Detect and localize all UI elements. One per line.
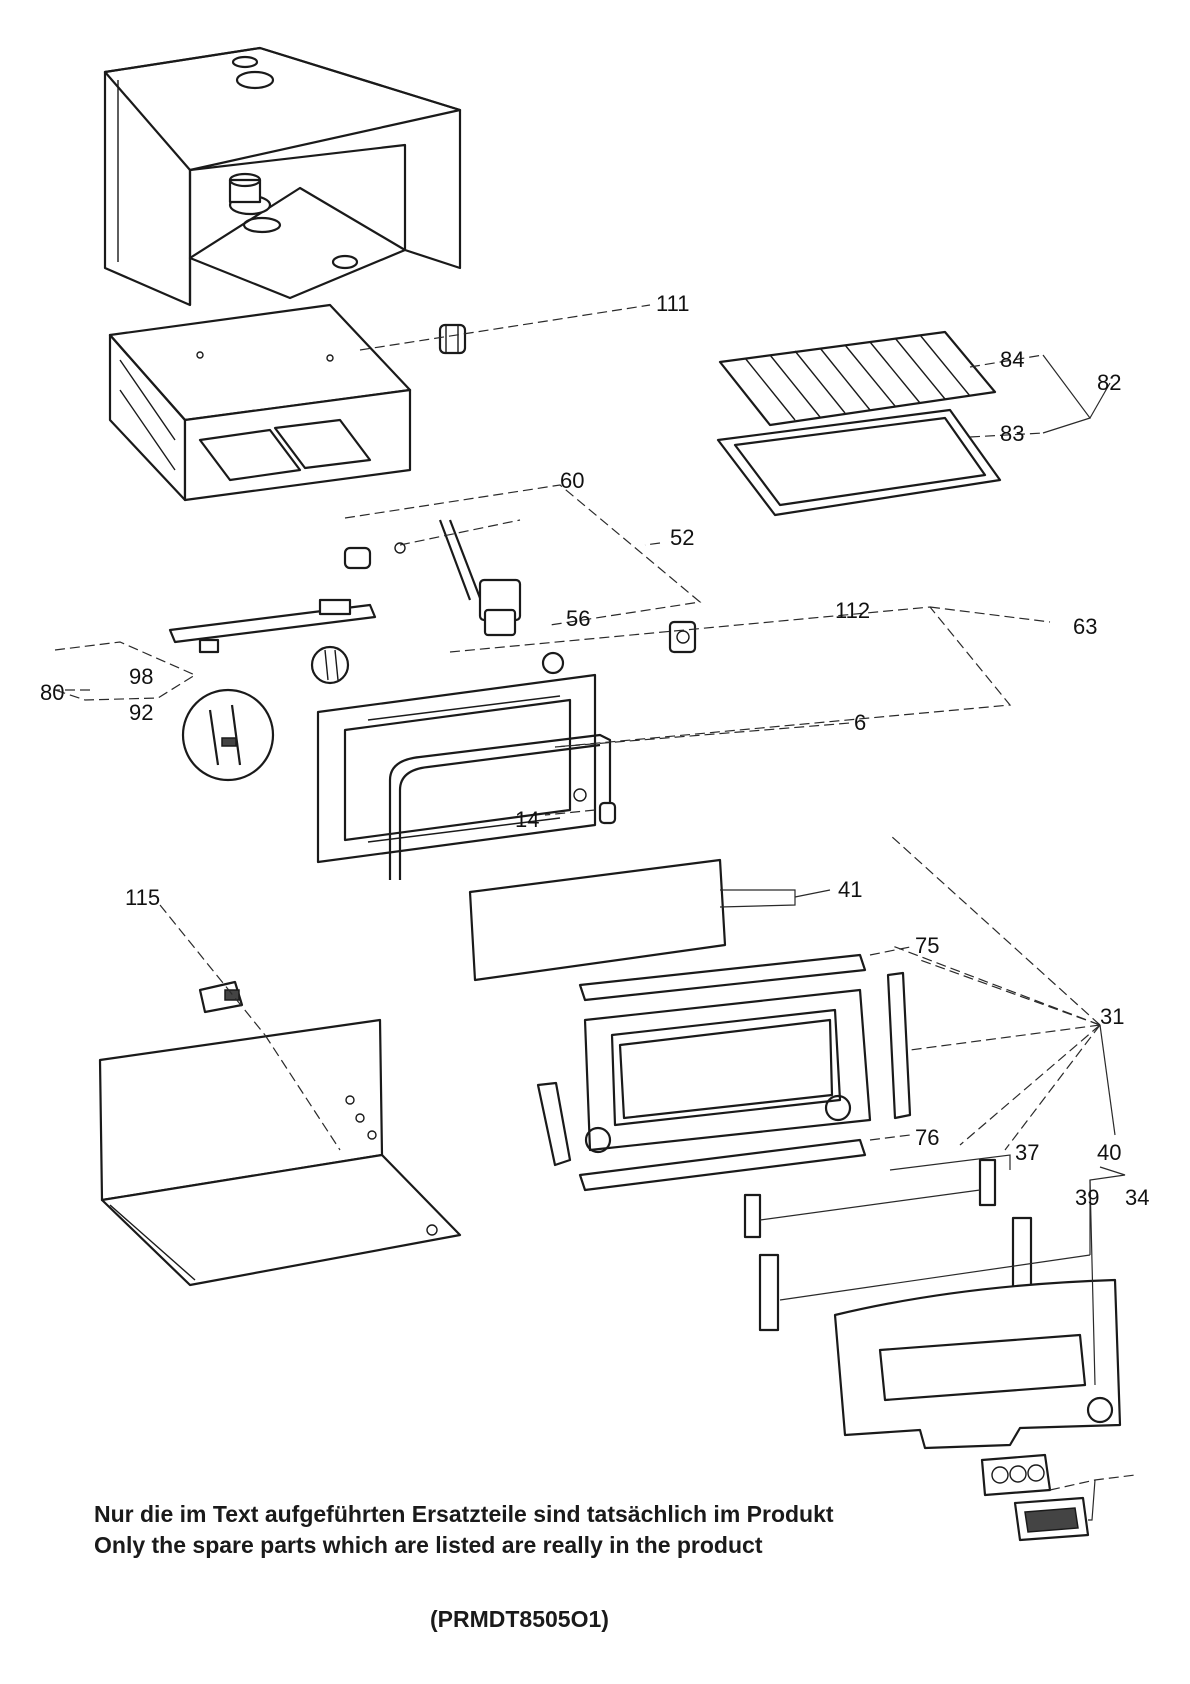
callout-52: 52 [670, 525, 694, 550]
callout-6: 6 [854, 710, 866, 735]
back-panel-part [98, 1018, 462, 1287]
callout-83: 83 [1000, 421, 1024, 446]
callout-82: 82 [1097, 370, 1121, 395]
footer-note-english: Only the spare parts which are listed ar… [94, 1532, 763, 1558]
leader-lines [54, 304, 1136, 1521]
callout-115: 115 [125, 885, 160, 910]
part-115-bracket [198, 980, 244, 1014]
part-111-bushing [438, 323, 467, 355]
callout-14: 14 [515, 807, 539, 832]
callout-40: 40 [1097, 1140, 1121, 1165]
callout-60: 60 [560, 468, 584, 493]
callout-34: 34 [1125, 1185, 1149, 1210]
outer-housing-part [103, 46, 462, 307]
part-112-regulator [541, 620, 697, 675]
callout-76: 76 [915, 1125, 939, 1150]
callout-75: 75 [915, 933, 939, 958]
oven-cavity-part [108, 303, 412, 502]
part-6-front-frame [316, 673, 612, 880]
footer-note-german: Nur die im Text aufgeführten Ersatzteile… [94, 1501, 834, 1527]
part-80-burner-rail [168, 598, 377, 685]
callout-80: 80 [40, 680, 64, 705]
callout-labels: 111 84 82 83 60 52 56 112 63 80 98 92 6 … [40, 291, 1149, 1210]
callout-39: 39 [1075, 1185, 1099, 1210]
part-52-valve-assembly [343, 519, 522, 637]
model-code: (PRMDT8505O1) [430, 1606, 609, 1632]
callout-112: 112 [835, 598, 870, 623]
callout-37: 37 [1015, 1140, 1039, 1165]
callout-56: 56 [566, 606, 590, 631]
callout-92: 92 [129, 700, 153, 725]
callout-63: 63 [1073, 614, 1097, 639]
callout-84: 84 [1000, 347, 1024, 372]
part-14-knob [598, 801, 617, 825]
part-41-glass-panel [468, 858, 727, 982]
baking-tray-part [716, 408, 1002, 517]
part-92-98-thermocouple-detail [181, 688, 275, 782]
callout-41: 41 [838, 877, 862, 902]
callout-111: 111 [656, 291, 689, 316]
callout-98: 98 [129, 664, 153, 689]
outer-door-panel [833, 1278, 1122, 1542]
door-inner-frame [536, 953, 912, 1192]
wire-rack-part [718, 330, 997, 427]
callout-31: 31 [1100, 1004, 1124, 1029]
